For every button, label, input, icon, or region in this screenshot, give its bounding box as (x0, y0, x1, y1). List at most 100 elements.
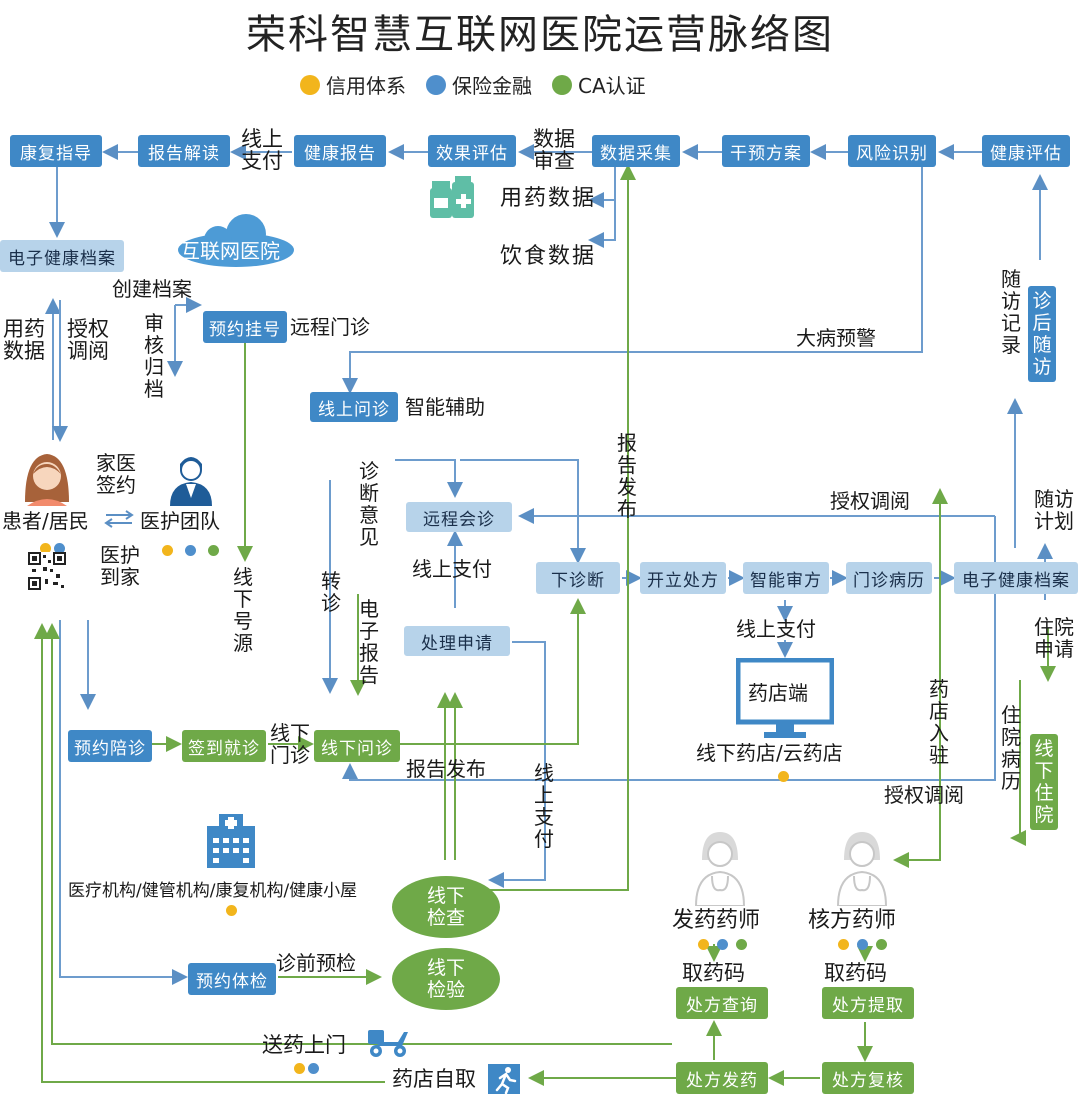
label-internet-hospital: 互联网医院 (180, 239, 280, 263)
label-report-publish: 报告发布 (406, 757, 486, 781)
node-health-report[interactable]: 健康报告 (294, 135, 386, 167)
label-followup-record: 随访记录 (1001, 267, 1021, 357)
label-review-pharmacist: 核方药师 (808, 908, 897, 933)
patient-avatar-icon (25, 454, 69, 506)
legend-dot-insurance (426, 74, 446, 95)
two-way-arrow-icon (104, 510, 134, 528)
legend-label-insurance: 保险金融 (452, 74, 532, 98)
label-inpatient-record: 住院病历 (1001, 703, 1021, 793)
node-ehr-left[interactable]: 电子健康档案 (0, 240, 124, 272)
label-pharmacy-join: 药店入驻 (929, 677, 949, 767)
label-online-pay-top: 线上支付 (241, 127, 283, 173)
node-appt-checkup[interactable]: 预约体检 (188, 963, 276, 995)
label-auth-view-mid: 授权调阅 (830, 489, 910, 513)
node-smart-review[interactable]: 智能审方 (743, 562, 829, 594)
label-auth-view-low: 授权调阅 (884, 783, 964, 807)
label-smart-assist: 智能辅助 (405, 395, 485, 419)
label-diagnosis-opinion: 诊断意见 (359, 459, 379, 549)
label-diet-data: 饮食数据 (500, 244, 597, 269)
node-offline-test-label: 线下检验 (426, 957, 465, 1001)
label-audit-archive: 审核归档 (144, 311, 164, 401)
hospital-building-icon (207, 814, 255, 868)
node-effect-eval[interactable]: 效果评估 (428, 135, 516, 167)
label-dispense-pharmacist: 发药药师 (672, 908, 761, 933)
node-offline-hospital[interactable]: 线下住院 (1030, 734, 1058, 830)
legend-label-ca: CA认证 (578, 74, 646, 98)
patient-dots (40, 538, 68, 557)
monitor-icon (736, 658, 834, 738)
label-institutions: 医疗机构/健管机构/康复机构/健康小屋 (68, 881, 358, 901)
label-pharmacy-offline: 线下药店/云药店 (696, 741, 843, 765)
label-create-record: 创建档案 (112, 277, 192, 301)
node-checkin[interactable]: 签到就诊 (182, 730, 266, 762)
label-auth-view-left: 授权调阅 (67, 317, 109, 363)
node-prescribe[interactable]: 开立处方 (640, 562, 726, 594)
node-offline-consult[interactable]: 线下问诊 (314, 730, 400, 762)
label-pickup-code-2: 取药码 (824, 961, 887, 985)
node-ehr-right[interactable]: 电子健康档案 (954, 562, 1078, 594)
running-person-icon (488, 1064, 520, 1094)
label-followup-plan: 随访计划 (1034, 487, 1074, 533)
node-rehab-guidance[interactable]: 康复指导 (10, 135, 102, 167)
label-online-pay-right: 线上支付 (736, 617, 816, 641)
node-rx-query[interactable]: 处方查询 (676, 987, 768, 1019)
label-patient: 患者/居民 (2, 509, 89, 533)
qr-code-icon (28, 552, 66, 590)
label-pre-check: 诊前预检 (276, 951, 356, 975)
label-online-pay-vertical: 线上支付 (534, 761, 554, 851)
institutions-dot (226, 900, 240, 919)
node-report-reading[interactable]: 报告解读 (138, 135, 230, 167)
node-appointment[interactable]: 预约挂号 (203, 311, 287, 343)
label-offline-clinic: 线下门诊 (270, 721, 310, 767)
label-online-pay-mid: 线上支付 (412, 557, 492, 581)
label-data-review: 数据审查 (533, 127, 575, 173)
label-referral: 转诊 (321, 569, 341, 615)
label-inpatient-request: 住院申请 (1034, 615, 1074, 661)
node-intervention-plan[interactable]: 干预方案 (722, 135, 810, 167)
node-rx-dispense[interactable]: 处方发药 (676, 1062, 768, 1094)
dispense-dots (698, 934, 750, 953)
node-data-collect[interactable]: 数据采集 (592, 135, 680, 167)
node-post-followup[interactable]: 诊后随访 (1028, 286, 1056, 382)
legend-dot-ca (552, 74, 572, 95)
label-delivery: 送药上门 (262, 1033, 346, 1057)
node-rx-recheck[interactable]: 处方复核 (822, 1062, 914, 1094)
label-drug-data-left: 用药数据 (3, 317, 45, 363)
label-e-report: 电子报告 (359, 597, 379, 687)
label-family-doctor: 家医签约 (96, 451, 136, 497)
node-health-eval[interactable]: 健康评估 (982, 135, 1070, 167)
review-dots (838, 934, 890, 953)
label-remote-clinic: 远程门诊 (290, 315, 370, 339)
label-offline-source: 线下号源 (233, 565, 253, 655)
doctor-avatar-icon (170, 457, 212, 506)
node-risk-identify[interactable]: 风险识别 (848, 135, 936, 167)
node-handle-request[interactable]: 处理申请 (404, 626, 510, 656)
legend: 信用体系 保险金融 CA认证 (300, 70, 646, 99)
node-diagnose[interactable]: 下诊断 (536, 562, 620, 594)
label-care-team: 医护团队 (140, 509, 220, 533)
legend-dot-credit (300, 74, 320, 95)
label-medication-data: 用药数据 (500, 186, 597, 211)
node-remote-consult[interactable]: 远程会诊 (406, 502, 512, 532)
care-team-dots (162, 540, 222, 559)
pharmacist-review-icon (836, 832, 888, 906)
node-appt-escort[interactable]: 预约陪诊 (68, 730, 152, 762)
delivery-dots (294, 1058, 322, 1077)
pharmacist-dispense-icon (694, 832, 746, 906)
node-rx-extract[interactable]: 处方提取 (822, 987, 914, 1019)
delivery-scooter-icon (368, 1030, 408, 1057)
label-self-pickup: 药店自取 (392, 1067, 476, 1091)
medicine-bottles-icon (430, 176, 474, 218)
label-pickup-code-1: 取药码 (682, 961, 745, 985)
page-title: 荣科智慧互联网医院运营脉络图 (246, 12, 834, 58)
label-report-publish-vertical: 报告发布 (617, 431, 637, 521)
cloud-icon (178, 214, 294, 267)
node-offline-test[interactable]: 线下检验 (392, 948, 500, 1010)
pharmacy-dot (778, 766, 792, 785)
node-online-consult[interactable]: 线上问诊 (310, 392, 398, 422)
node-offline-exam-label: 线下检查 (426, 885, 465, 929)
node-outpatient-record[interactable]: 门诊病历 (846, 562, 932, 594)
node-offline-exam[interactable]: 线下检查 (392, 876, 500, 938)
